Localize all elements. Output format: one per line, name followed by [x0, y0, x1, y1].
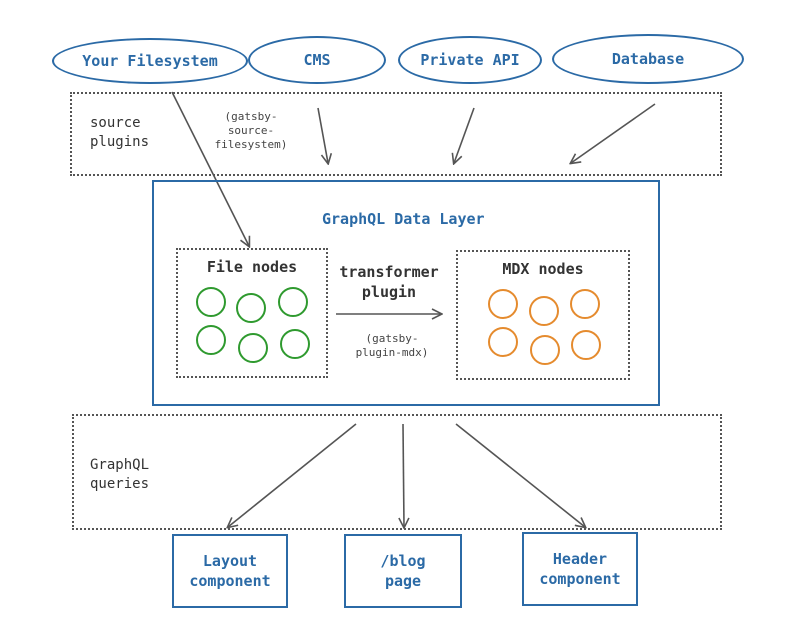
arrow-to-blog — [403, 423, 404, 527]
mdx-node-circle — [570, 289, 600, 319]
source-label: CMS — [303, 51, 331, 69]
file-node-circle — [280, 329, 310, 359]
source-plugins-band — [70, 92, 722, 176]
data-layer-title: GraphQL Data Layer — [322, 210, 485, 228]
file-node-circle — [196, 325, 226, 355]
graphql-data-layer — [152, 180, 660, 406]
output-label: Layout component — [189, 552, 271, 590]
transformer-plugin-note: (gatsby- plugin-mdx) — [355, 332, 429, 359]
file-nodes-box — [176, 248, 328, 378]
arrow-to-header — [455, 423, 585, 527]
arrow-cms — [317, 107, 328, 163]
source-label: Your Filesystem — [82, 52, 218, 70]
source-database: Database — [552, 34, 744, 84]
graphql-queries-label: GraphQL queries — [90, 457, 150, 492]
arrow-database — [571, 103, 656, 163]
source-private-api: Private API — [398, 36, 542, 84]
file-node-circle — [238, 333, 268, 363]
source-label: Database — [611, 50, 685, 68]
source-cms: CMS — [248, 36, 386, 84]
arrow-to-layout — [228, 423, 357, 527]
source-label: Private API — [420, 51, 520, 69]
transformer-plugin-label: transformer plugin — [339, 263, 439, 301]
file-node-circle — [278, 287, 308, 317]
file-node-circle — [196, 287, 226, 317]
output-header-component: Header component — [522, 532, 638, 606]
mdx-node-circle — [488, 327, 518, 357]
source-plugins-note: (gatsby- source- filesystem) — [214, 110, 288, 151]
output-blog-page: /blog page — [344, 534, 462, 608]
file-node-circle — [236, 293, 266, 323]
output-label: Header component — [539, 550, 621, 588]
arrow-filesystem-to-file-nodes — [171, 91, 249, 246]
output-layout-component: Layout component — [172, 534, 288, 608]
mdx-node-circle — [571, 330, 601, 360]
mdx-node-circle — [530, 335, 560, 365]
output-label: /blog page — [380, 552, 426, 590]
mdx-nodes-title: MDX nodes — [502, 260, 584, 278]
mdx-nodes-box — [456, 250, 630, 380]
source-plugins-label: source plugins — [90, 115, 150, 150]
source-your-filesystem: Your Filesystem — [52, 38, 248, 84]
mdx-node-circle — [488, 289, 518, 319]
mdx-node-circle — [529, 296, 559, 326]
file-nodes-title: File nodes — [206, 258, 298, 276]
graphql-queries-band — [72, 414, 722, 530]
arrow-private-api — [454, 107, 475, 163]
